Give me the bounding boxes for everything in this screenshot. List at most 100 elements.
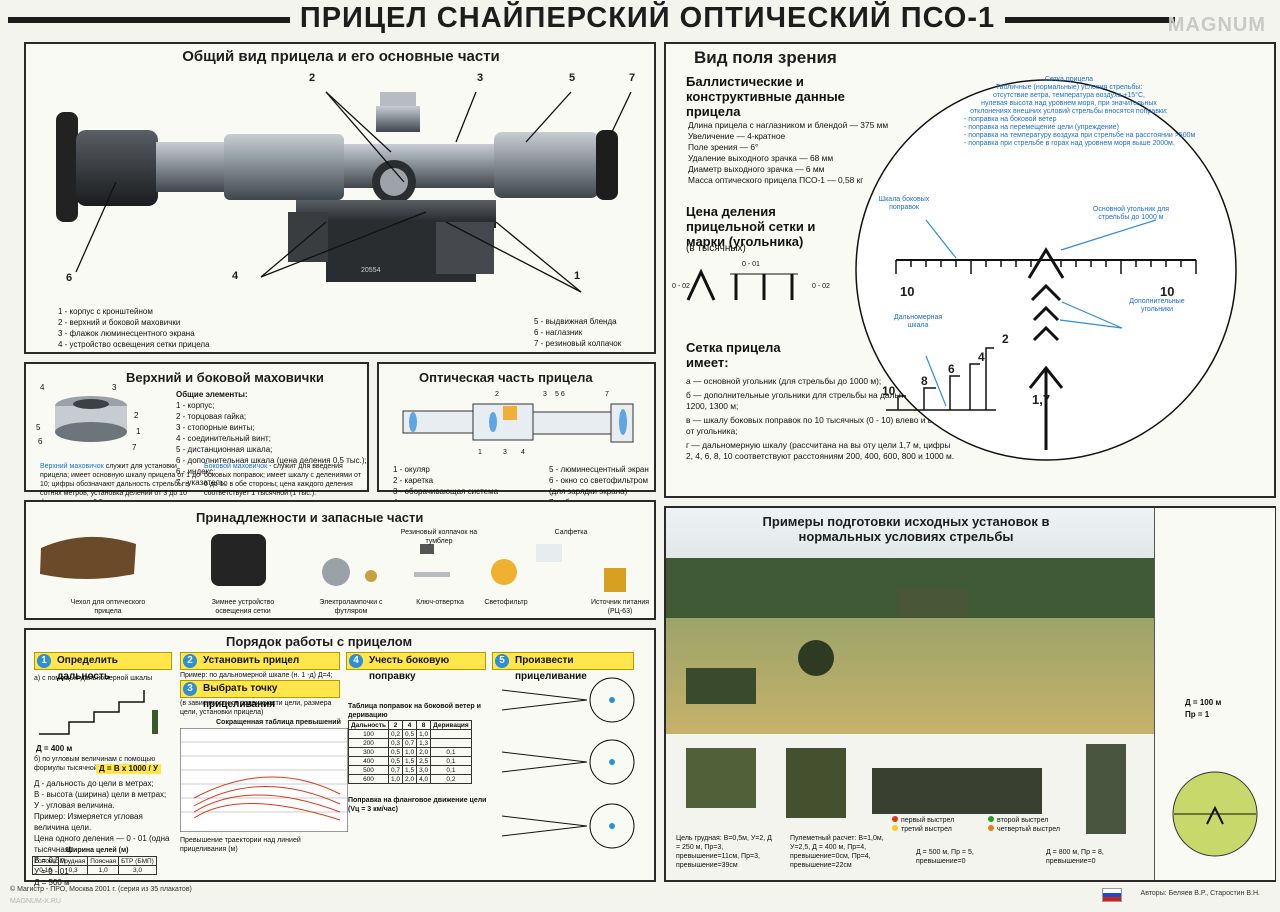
spec-item: Длина прицела с наглазником и блендой — … — [688, 120, 889, 130]
optics-title: Оптическая часть прицела — [419, 370, 593, 385]
svg-text:7: 7 — [605, 391, 609, 398]
accessory-bulbs: Электролампочки с футляром — [319, 599, 383, 615]
examples-side-column: Д = 100 м Пр = 1 — [1154, 508, 1275, 880]
callout-1: 1 — [574, 270, 581, 282]
workorder-title: Порядок работы с прицелом — [226, 634, 413, 649]
shot-dot-icon — [892, 816, 898, 822]
legend-item: 5 - выдвижная бленда — [534, 317, 617, 326]
table-cell: 1,0 — [87, 865, 120, 875]
svg-text:1: 1 — [136, 427, 141, 436]
accessories-title: Принадлежности и запасные части — [196, 510, 424, 525]
shot-legend-label: третий выстрел — [901, 826, 952, 833]
table-cell: 3,0 — [118, 865, 157, 875]
table-cell: 1,0 — [416, 729, 432, 739]
wind-note: Поправка на фланговое движение цели (Vц … — [348, 797, 487, 813]
table-cell: Деривация — [430, 720, 472, 730]
footer-right: Авторы: Беляев В.Р., Старостин В.Н. — [1140, 890, 1260, 897]
list-item: У - угловая величина. — [34, 801, 115, 810]
label-lateral-scale: Шкала боковых поправок — [878, 196, 930, 211]
division-sub: (в тысячных) — [686, 243, 746, 254]
shot-legend-item: четвертый выстрел — [988, 825, 1084, 834]
callout-7: 7 — [629, 72, 636, 84]
handwheels-note-right: Боковой маховичок - служит для введения … — [204, 462, 364, 498]
shot-dot-icon — [988, 825, 994, 831]
division-val-3: 0 - 02 — [812, 283, 830, 290]
svg-text:3: 3 — [503, 449, 507, 456]
table-cell: Голова — [31, 856, 60, 866]
accessories-drawing — [40, 534, 626, 592]
reticle — [855, 79, 1237, 461]
width-table-title: Ширина целей (м) — [66, 847, 129, 854]
step-3-sub: (в зависимости от подвижности цели, разм… — [180, 700, 332, 716]
shot-legend-item: первый выстрел — [892, 816, 988, 825]
general-legend-right: 5 - выдвижная бленда 6 - наглазник 7 - р… — [534, 316, 621, 349]
svg-text:5 6: 5 6 — [555, 391, 565, 398]
note-text: - служит для введения боковых поправок; … — [204, 463, 361, 497]
reticle-head: Сетка прицела — [1044, 76, 1094, 83]
example-text: Пример: Измеряется угловая величина цели… — [34, 812, 143, 832]
table-cell: 500 — [348, 765, 389, 775]
table-cell: 2 — [387, 720, 404, 730]
reticle-line: - поправка на перемещение цели (упрежден… — [964, 124, 1119, 131]
table-cell: 0,1 — [430, 765, 472, 775]
sunshade — [494, 132, 599, 198]
eyepiece-tube — [156, 142, 226, 192]
eyecup — [56, 112, 78, 222]
flag-icon — [1102, 888, 1122, 902]
list-item: В - высота (ширина) цели в метрах; — [34, 790, 167, 799]
general-legend-left: 1 - корпус с кронштейном 2 - верхний и б… — [58, 306, 210, 350]
field-title: Вид поля зрения — [694, 48, 837, 67]
reticle-line: - поправка на боковой ветер — [964, 116, 1057, 123]
handwheels-list: 1 - корпус; 2 - торцовая гайка; 3 - стоп… — [176, 400, 367, 488]
table-cell: БТР (БМП) — [118, 856, 157, 866]
note-label: Боковой маховичок — [204, 463, 268, 470]
reticle-circle — [855, 79, 1237, 461]
callout-2: 2 — [309, 72, 316, 84]
table-cell: 1,0 — [402, 747, 418, 757]
handwheels-title: Верхний и боковой маховички — [126, 370, 324, 385]
table-cell: 100 — [348, 729, 389, 739]
grid-item: г — дальномерную шкалу (рассчитана на вы… — [686, 440, 955, 461]
table-cell: 2,0 — [402, 774, 418, 784]
reticle-notes: Сетка прицела Табличные (нормальные) усл… — [904, 76, 1234, 148]
tick-1-7: 1,7 — [1032, 392, 1051, 407]
step-label: Установить прицел — [203, 655, 300, 666]
list-item: 4 - соединительный винт; — [176, 434, 271, 443]
example-value: Д = 500 м — [34, 878, 70, 887]
panel-general-view: Общий вид прицела и его основные части 2… — [24, 42, 656, 354]
step-label: Выбрать точку прицеливания — [203, 683, 278, 710]
table-cell: 300 — [348, 747, 389, 757]
table-cell: 0,2 — [430, 774, 472, 784]
scope-drawing: 20554 — [56, 91, 632, 293]
traj-table-title: Сокращенная таблица превышений — [216, 719, 341, 726]
svg-text:1: 1 — [478, 449, 482, 456]
table-cell: 2,0 — [416, 747, 432, 757]
table-cell: 1,3 — [416, 738, 432, 748]
step-number: 5 — [495, 654, 509, 668]
division-title: Цена деления прицельной сетки и марки (у… — [686, 204, 816, 249]
example-caption-2: Пулеметный расчет: В=1,0м, У=2,5, Д = 40… — [790, 835, 884, 869]
side-reticle — [1172, 771, 1258, 857]
shot-legend-label: второй выстрел — [997, 817, 1049, 824]
step-number: 1 — [37, 654, 51, 668]
svg-text:2: 2 — [495, 391, 499, 398]
side-setting: Пр = 1 — [1185, 710, 1210, 719]
table-cell: 0,7 — [402, 738, 418, 748]
watermark-logo: MAGNUM — [1167, 14, 1266, 36]
division-val-2: 0 - 02 — [672, 283, 690, 290]
step-label: Учесть боковую поправку — [369, 655, 450, 682]
spec-item: Поле зрения — 6° — [688, 142, 759, 152]
grid-title: Сетка прицела имеет: — [686, 340, 781, 370]
table-cell: 0,7 — [387, 765, 404, 775]
spec-item: Масса оптического прицела ПСО-1 — 0,58 к… — [688, 175, 864, 185]
callout-3: 3 — [477, 72, 484, 84]
list-item: 3 - стопорные винты; — [176, 423, 255, 432]
